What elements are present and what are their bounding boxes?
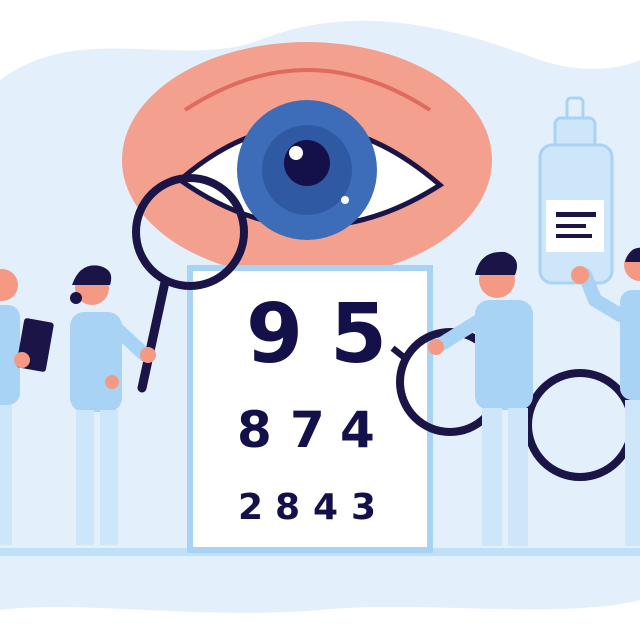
chart-digit: 8	[237, 401, 272, 459]
magnifying-glass-icon	[132, 174, 248, 393]
pupil	[284, 140, 330, 186]
person-with-magnifier	[70, 265, 156, 545]
chart-digit: 3	[351, 487, 376, 528]
chart-digit: 9	[246, 287, 303, 382]
eye-highlight	[289, 146, 303, 160]
person-with-clipboard	[0, 269, 54, 545]
person-with-bottle	[571, 247, 640, 546]
chart-digit: 4	[340, 401, 375, 459]
chart-digit: 8	[275, 487, 300, 528]
eyelid-crease	[183, 68, 432, 112]
chart-digit: 5	[330, 287, 387, 382]
eye-drop-bottle-icon	[538, 96, 614, 285]
chart-digit: 7	[290, 401, 325, 459]
eye-chart-board	[187, 265, 433, 553]
chart-digit: 4	[313, 487, 338, 528]
eye-highlight-small	[341, 196, 349, 204]
person-with-glasses	[428, 251, 533, 546]
chart-digit: 2	[238, 487, 263, 528]
